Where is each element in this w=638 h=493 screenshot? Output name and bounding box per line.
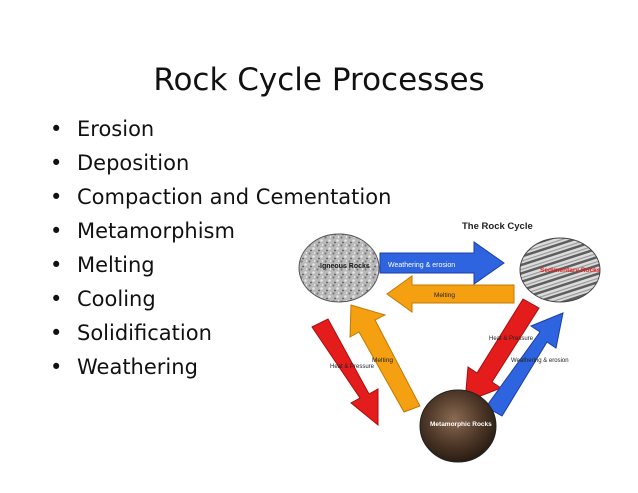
node-label: Igneous Rocks (320, 263, 370, 270)
arrow-label: Melting (434, 292, 455, 299)
arrow-melting-left: Melting (349, 304, 421, 413)
arrow-label: Weathering & erosion (511, 358, 569, 364)
arrow-weathering-right: Weathering & erosion (485, 312, 569, 417)
list-item: Melting (50, 248, 391, 282)
node-label: Sedimentary Rocks (540, 267, 601, 274)
diagram-title: The Rock Cycle (462, 221, 533, 232)
metamorphic-rock-node: Metamorphic Rocks (419, 389, 497, 463)
arrow-label: Weathering & erosion (388, 262, 455, 269)
list-item: Solidification (50, 316, 391, 350)
list-item: Compaction and Cementation (50, 180, 391, 214)
igneous-rock-node: Igneous Rocks (298, 233, 380, 303)
arrow-label: Heat & Pressure (330, 364, 375, 370)
process-list: Erosion Deposition Compaction and Cement… (50, 112, 391, 384)
slide-title: Rock Cycle Processes (153, 62, 485, 98)
arrow-heat-left: Heat & Pressure (311, 318, 379, 427)
list-item: Weathering (50, 350, 391, 384)
list-item: Metamorphism (50, 214, 391, 248)
arrow-label: Melting (372, 357, 393, 364)
rock-cycle-diagram: The Rock Cycle Weathering & erosion Melt… (298, 221, 601, 463)
list-item: Erosion (50, 112, 391, 146)
arrow-melting-top: Melting (386, 275, 515, 313)
arrow-weathering-top: Weathering & erosion (379, 241, 505, 285)
node-label: Metamorphic Rocks (430, 421, 492, 428)
list-item: Cooling (50, 282, 391, 316)
list-item: Deposition (50, 146, 391, 180)
arrow-label: Heat & Pressure (489, 336, 534, 342)
arrow-heat-right: Heat & Pressure (464, 298, 540, 403)
sedimentary-rock-node: Sedimentary Rocks (519, 237, 601, 303)
